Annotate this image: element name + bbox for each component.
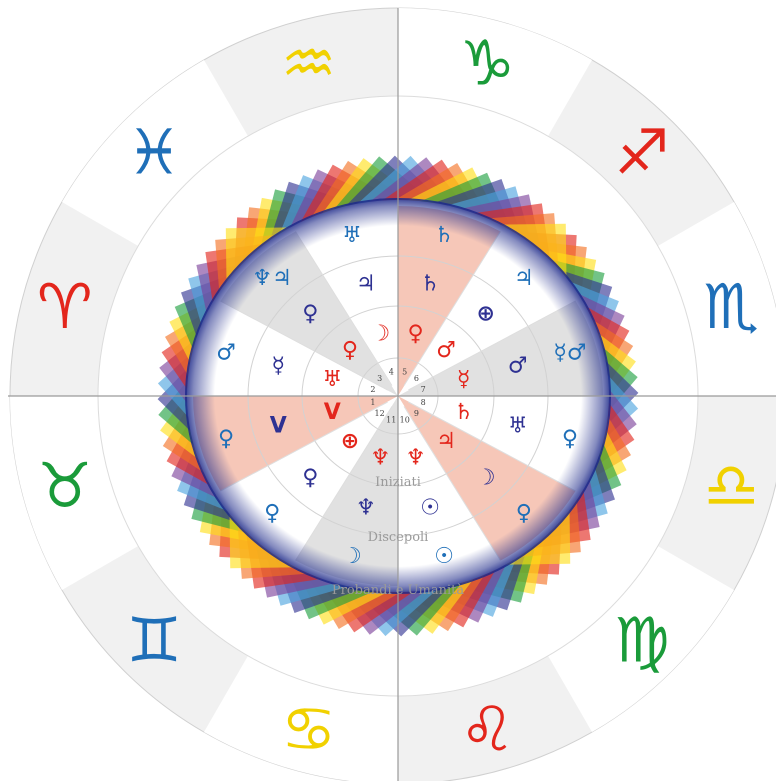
cancer-icon: ♋ bbox=[281, 693, 337, 766]
house-number: 8 bbox=[421, 398, 426, 407]
jupiter-middle-12-icon: ♃ bbox=[356, 271, 376, 296]
sagittarius-icon: ♐ bbox=[614, 116, 670, 189]
mars-outer-10-icon: ♂ bbox=[216, 341, 236, 366]
venus-outer-5-icon: ♀ bbox=[516, 501, 532, 526]
mercury-mars-outer-3-icon: ☿♂ bbox=[553, 341, 586, 366]
scorpio-icon: ♏ bbox=[703, 270, 759, 343]
aries-icon: ♈ bbox=[37, 270, 93, 343]
earth-inner-8-icon: ⊕ bbox=[341, 429, 359, 454]
pisces-icon: ♓ bbox=[126, 116, 182, 189]
uranus-inner-10-icon: ♅ bbox=[322, 367, 342, 392]
venus-outer-8-icon: ♀ bbox=[264, 501, 280, 526]
house-number: 2 bbox=[370, 385, 375, 394]
house-number: 5 bbox=[402, 367, 407, 376]
mercury-middle-10-icon: ☿ bbox=[271, 353, 285, 378]
leo-icon: ♌ bbox=[459, 693, 515, 766]
saturn-inner-4-icon: ♄ bbox=[454, 400, 474, 425]
venus-inner-11-icon: ♀ bbox=[342, 338, 358, 363]
libra-icon: ♎ bbox=[703, 449, 759, 522]
house-number: 10 bbox=[400, 416, 410, 425]
house-number: 6 bbox=[414, 374, 419, 383]
venus-middle-11-icon: ♀ bbox=[302, 301, 318, 326]
saturn-outer-1-icon: ♄ bbox=[434, 223, 454, 248]
neptune-middle-7-icon: ♆ bbox=[356, 496, 376, 521]
moon-middle-5-icon: ☽ bbox=[476, 466, 496, 491]
house-number: 12 bbox=[375, 409, 385, 418]
moon-outer-7-icon: ☽ bbox=[342, 544, 362, 569]
house-number: 11 bbox=[386, 416, 396, 425]
venus-middle-8-icon: ♀ bbox=[302, 466, 318, 491]
uranus-outer-12-icon: ♅ bbox=[342, 223, 362, 248]
jupiter-outer-2-icon: ♃ bbox=[514, 266, 534, 291]
aquarius-icon: ♒ bbox=[281, 26, 337, 99]
taurus-icon: ♉ bbox=[37, 449, 93, 522]
venus-outer-4-icon: ♀ bbox=[562, 426, 578, 451]
uranus-middle-4-icon: ♅ bbox=[508, 414, 528, 439]
earth-middle-2-icon: ⊕ bbox=[476, 301, 494, 326]
venus-inner-1-icon: ♀ bbox=[408, 322, 424, 347]
house-number: 9 bbox=[414, 409, 419, 418]
capricorn-icon: ♑ bbox=[459, 26, 515, 99]
neptune-inner-7-icon: ♆ bbox=[371, 445, 391, 470]
house-number: 4 bbox=[389, 367, 394, 376]
mars-inner-2-icon: ♂ bbox=[436, 338, 456, 363]
gemini-icon: ♊ bbox=[126, 603, 182, 676]
saturn-middle-1-icon: ♄ bbox=[420, 271, 440, 296]
house-number: 7 bbox=[421, 385, 426, 394]
virgo-icon: ♍ bbox=[614, 603, 670, 676]
mars-middle-3-icon: ♂ bbox=[508, 353, 528, 378]
venus-outer-9-icon: ♀ bbox=[218, 426, 234, 451]
moon-inner-12-icon: ☽ bbox=[371, 322, 391, 347]
vulcan-inner-9-icon: V bbox=[324, 400, 341, 425]
vulcan-middle-9-icon: V bbox=[270, 414, 287, 439]
house-number: 1 bbox=[370, 398, 375, 407]
neptune-jupiter-outer-11-icon: ♆♃ bbox=[252, 266, 291, 291]
sun-outer-6-icon: ☉ bbox=[434, 544, 454, 569]
mercury-inner-3-icon: ☿ bbox=[457, 367, 471, 392]
neptune-inner-6-icon: ♆ bbox=[406, 445, 426, 470]
jupiter-inner-5-icon: ♃ bbox=[436, 429, 456, 454]
house-number: 3 bbox=[377, 374, 382, 383]
sun-middle-6-icon: ☉ bbox=[420, 496, 440, 521]
